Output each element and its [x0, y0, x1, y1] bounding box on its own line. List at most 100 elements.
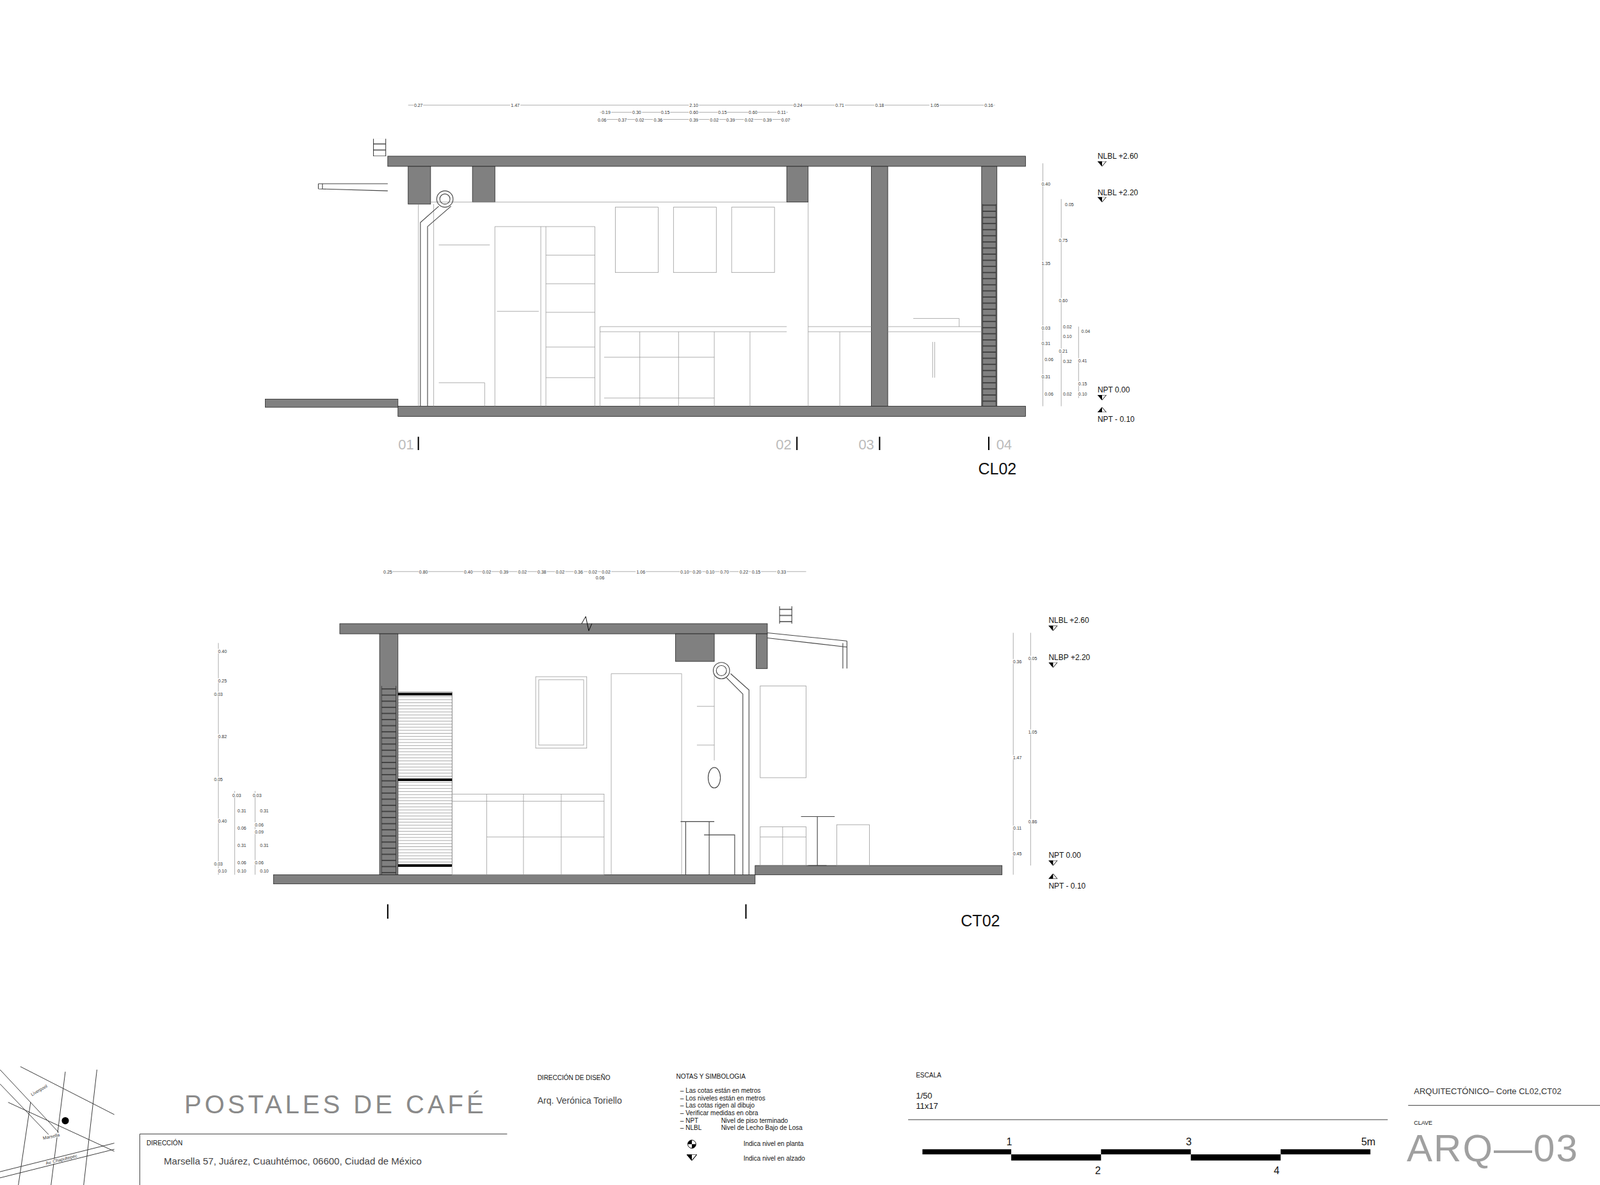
dimension: 0.06	[236, 825, 248, 831]
level-label: NLBL +2.60	[1096, 152, 1139, 160]
dimension: 0.06	[597, 117, 608, 122]
dimension: 0.20	[691, 568, 703, 574]
dimension: 0.02	[1062, 324, 1073, 329]
dimension: 1.05	[929, 103, 941, 108]
dimension: 0.15	[1077, 381, 1088, 386]
dimension: 0.10	[217, 868, 228, 873]
dimension: 0.38	[536, 568, 548, 574]
dimension: 0.02	[555, 568, 566, 574]
dimension: 0.31	[236, 807, 248, 813]
dimension: 0.32	[1062, 359, 1073, 364]
level-label: NLBP +2.20	[1047, 653, 1091, 662]
title-block-text: Nivel de Lecho Bajo de Losa	[720, 1124, 804, 1131]
dimension: 0.03	[231, 792, 242, 798]
dimension: 0.03	[213, 860, 224, 866]
scale-number: 4	[1272, 1165, 1280, 1176]
title-block-text: NOTAS Y SIMBOLOGIA	[675, 1073, 746, 1080]
title-block-text: Marsella 57, Juárez, Cuauhtémoc, 06600, …	[163, 1155, 423, 1165]
sheet-id: ARQ—03	[1406, 1128, 1580, 1168]
title-block-text: – Los niveles están en metros	[679, 1095, 767, 1102]
dimension: 0.10	[259, 868, 270, 873]
dimension: 0.02	[634, 117, 646, 122]
title-block-text: – NLBL	[679, 1124, 703, 1131]
title-block-text: 1/50	[915, 1090, 933, 1099]
level-label: NPT - 0.10	[1096, 415, 1136, 424]
dimension: 0.10	[679, 568, 690, 574]
scale-number: 5m	[1360, 1136, 1376, 1147]
axis-label: 03	[857, 437, 875, 452]
dimension: 0.40	[463, 568, 474, 574]
dimension: 0.06	[254, 822, 265, 827]
dimension: 0.21	[1058, 348, 1069, 354]
dimension: 0.05	[213, 776, 224, 781]
dimension: 0.80	[418, 568, 429, 574]
dimension: 0.06	[236, 860, 248, 865]
dimension: 0.11	[1012, 825, 1023, 831]
dimension: 0.40	[1040, 181, 1051, 186]
dimension: 0.27	[413, 103, 424, 108]
level-label: NPT 0.00	[1047, 851, 1081, 859]
dimension: 2.10	[688, 103, 699, 108]
title-block-text: ESCALA	[915, 1072, 942, 1079]
title-block-text: Arq. Verónica Toriello	[536, 1095, 623, 1105]
dimension: 0.24	[792, 103, 804, 108]
dimension: 0.31	[1040, 340, 1051, 345]
dimension: 0.86	[1027, 819, 1039, 824]
sheet-id: CLAVE	[1413, 1119, 1433, 1126]
dimension: 0.30	[631, 110, 642, 115]
dimension: 0.10	[1062, 333, 1073, 338]
dimension: 0.22	[738, 568, 749, 574]
dimension: 0.60	[748, 110, 759, 115]
dimension: 0.15	[660, 110, 671, 115]
dimension: 0.31	[259, 807, 270, 813]
dimension: 0.02	[600, 568, 612, 574]
dimension: 0.06	[254, 860, 265, 865]
dimension: 0.10	[705, 568, 716, 574]
dimension: 0.02	[709, 117, 720, 122]
title-block-text: Nivel de piso terminado	[720, 1117, 790, 1124]
dimension: 0.02	[517, 568, 528, 574]
dimension: 0.39	[725, 117, 736, 122]
dimension: 0.09	[254, 829, 265, 834]
dimension: 0.02	[1062, 391, 1073, 397]
dimension: 0.05	[1027, 656, 1039, 661]
dimension: 0.31	[259, 842, 270, 848]
dimension: 0.18	[874, 103, 886, 108]
dimension: 0.06	[1043, 391, 1055, 397]
dimension: 0.36	[1012, 659, 1023, 664]
dimension: 0.03	[213, 691, 224, 697]
dimension: 0.06	[1043, 357, 1055, 362]
dimension: 0.70	[719, 568, 730, 574]
dimension: 0.41	[1077, 357, 1088, 363]
title-block-text: DIRECCIÓN DE DISEÑO	[536, 1074, 612, 1081]
dimension: 0.33	[776, 568, 787, 574]
dimension: 0.45	[1012, 850, 1023, 856]
dimension: 1.05	[1027, 729, 1039, 735]
dimension: 0.25	[217, 678, 228, 683]
title-block-text: 11x17	[915, 1100, 939, 1110]
dimension: 0.15	[717, 110, 728, 115]
dimension: 0.03	[252, 792, 263, 798]
dimension: 0.19	[600, 110, 612, 115]
dimension: 0.16	[983, 103, 994, 108]
title-block-text: – Las cotas rigen al dibujo	[679, 1102, 756, 1109]
title-block-text: DIRECCIÓN	[145, 1139, 184, 1147]
dimension: 0.02	[588, 568, 599, 574]
street-name: Liverpool	[29, 1082, 49, 1097]
axis-label: 04	[995, 437, 1013, 452]
dimension: 1.06	[635, 568, 646, 574]
dimension: 0.39	[499, 568, 510, 574]
scale-number: 3	[1185, 1136, 1193, 1147]
dimension: 0.31	[236, 842, 248, 848]
title-block-text: – Verificar medidas en obra	[679, 1109, 760, 1117]
level-label: NPT - 0.10	[1047, 881, 1087, 890]
dimension: 0.15	[751, 568, 762, 574]
dimension: 0.40	[217, 648, 228, 654]
title-block-text: – NPT	[679, 1117, 699, 1124]
dimension: 1.35	[1040, 261, 1051, 266]
dimension: 0.25	[382, 568, 393, 574]
section-title: CT02	[960, 912, 1001, 929]
dimension: 0.37	[617, 117, 628, 122]
dimension: 0.11	[776, 110, 787, 115]
